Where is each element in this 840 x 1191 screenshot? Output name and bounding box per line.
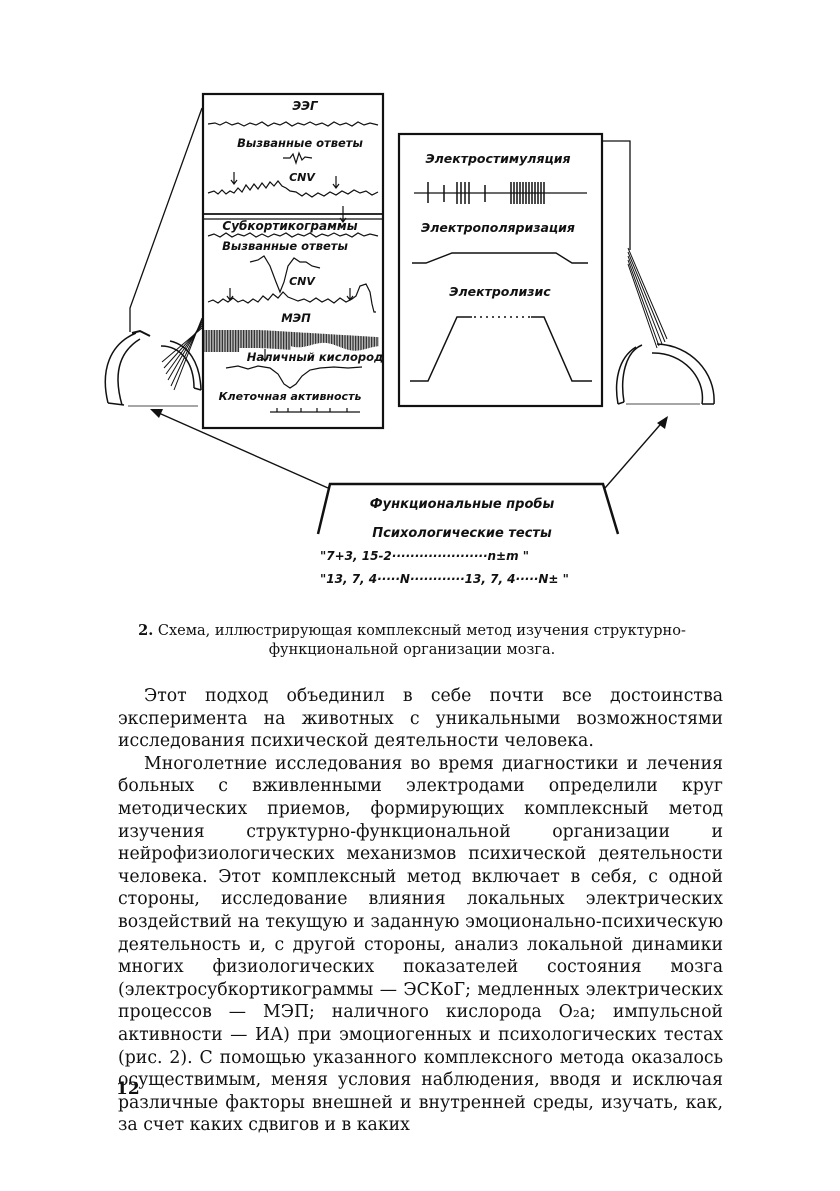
stim-pulses bbox=[427, 182, 545, 204]
oxygen-trace bbox=[225, 365, 363, 389]
mep-band bbox=[204, 330, 379, 352]
oxygen-label: Наличный кислород bbox=[247, 350, 384, 364]
caption-number: 2. bbox=[138, 622, 154, 639]
evoked-bottom-label: Вызванные ответы bbox=[222, 239, 348, 253]
arrow-head-icon bbox=[150, 409, 163, 418]
left-electrodes bbox=[161, 317, 203, 391]
connector-lines bbox=[129, 107, 631, 332]
arrow-down-icon bbox=[261, 349, 269, 362]
feedback-arrows bbox=[151, 409, 667, 489]
mep-oscillation bbox=[204, 330, 379, 352]
formula-line-1: "7+3, 15-2·····················n±m " bbox=[320, 549, 529, 563]
subcortico-label: Субкортикограммы bbox=[222, 219, 357, 233]
stimulation-panel: Электростимуляция Электрополяризация Эле… bbox=[397, 132, 604, 408]
right-electrodes bbox=[627, 247, 668, 349]
evoked-top-label: Вызванные ответы bbox=[237, 136, 363, 150]
evoked-top-trace bbox=[283, 151, 313, 165]
electrostim-label: Электростимуляция bbox=[425, 151, 570, 166]
cnv-top-label: CNV bbox=[289, 171, 316, 184]
paragraph: Этот подход объединил в себе почти все д… bbox=[118, 686, 723, 752]
formula-line-2: "13, 7, 4·····N············13, 7, 4·····… bbox=[320, 572, 569, 586]
cnv-bottom-label: CNV bbox=[289, 275, 316, 288]
cellular-label: Клеточная активность bbox=[219, 390, 362, 403]
method-diagram: ЭЭГ Вызванные ответы CNV Субкортикограмм… bbox=[104, 92, 715, 586]
cnv-top-trace bbox=[207, 180, 379, 198]
electrolysis-label: Электролизис bbox=[449, 284, 551, 299]
body-text: Этот подход объединил в себе почти все д… bbox=[118, 685, 723, 1137]
page-number: 12 bbox=[116, 1079, 140, 1099]
psych-tests-label: Психологические тесты bbox=[372, 526, 552, 541]
spike-ticks bbox=[276, 408, 348, 412]
eeg-label: ЭЭГ bbox=[292, 99, 319, 113]
cnv-bottom-trace bbox=[207, 283, 376, 313]
paragraph: Многолетние исследования во время диагно… bbox=[118, 753, 723, 1136]
evoked-bottom-trace bbox=[249, 255, 321, 294]
right-head bbox=[615, 343, 715, 405]
electrolysis-trace bbox=[410, 316, 592, 382]
arrow-down-icon bbox=[332, 176, 340, 189]
functional-label: Функциональные пробы bbox=[370, 497, 555, 512]
polarization-trace bbox=[412, 252, 588, 264]
electropolar-label: Электрополяризация bbox=[421, 220, 575, 235]
mep-label: МЭП bbox=[281, 311, 311, 325]
subcortico-trace bbox=[207, 232, 379, 238]
caption-text: Схема, иллюстрирующая комплексный метод … bbox=[157, 623, 686, 658]
arrow-down-icon bbox=[339, 206, 347, 223]
figure-caption: 2. Схема, иллюстрирующая комплексный мет… bbox=[112, 621, 712, 660]
arrow-head-icon bbox=[657, 416, 668, 429]
tests-panel: Функциональные пробы Психологические тес… bbox=[316, 482, 620, 586]
recording-panel: ЭЭГ Вызванные ответы CNV Субкортикограмм… bbox=[201, 92, 385, 430]
eeg-trace bbox=[207, 121, 379, 127]
arrow-down-icon bbox=[230, 172, 238, 185]
